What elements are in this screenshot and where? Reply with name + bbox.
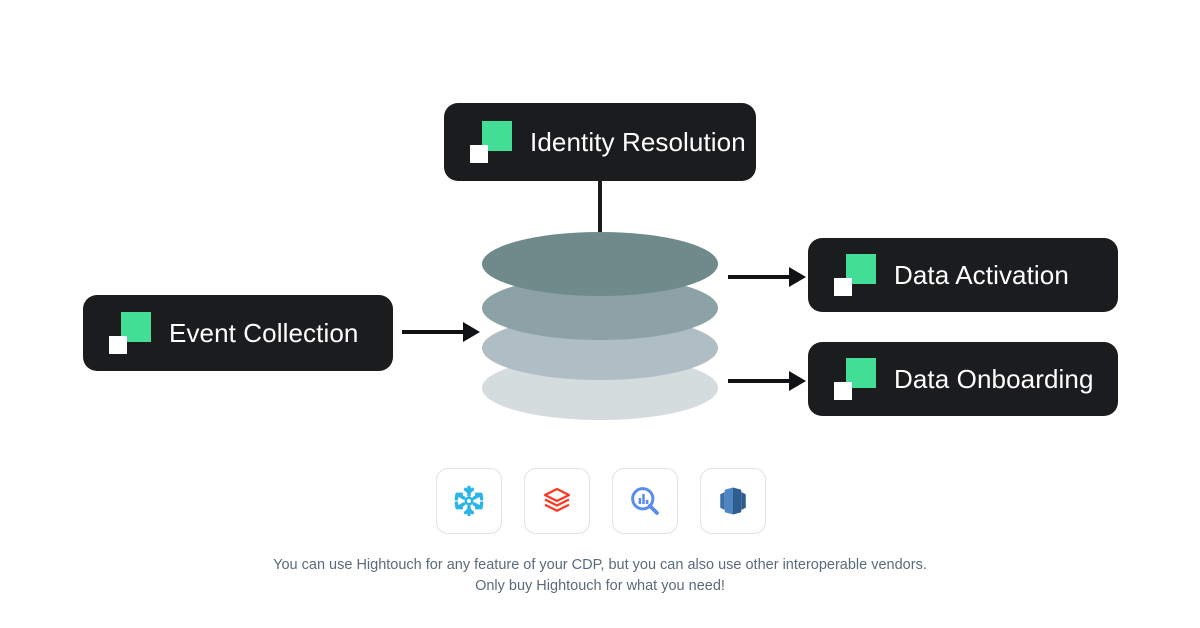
card-data-onboarding[interactable]: Data Onboarding (808, 342, 1118, 416)
bigquery-icon (631, 487, 659, 515)
vendor-tile-databricks[interactable] (524, 468, 590, 534)
card-data-activation-label: Data Activation (894, 260, 1069, 290)
vendor-tile-snowflake[interactable] (436, 468, 502, 534)
vendor-logo-row (436, 468, 766, 534)
arrow-warehouse-to-onboarding (728, 371, 806, 391)
card-data-onboarding-label: Data Onboarding (894, 364, 1094, 394)
hightouch-logo-icon (834, 358, 876, 400)
data-warehouse (482, 232, 718, 428)
card-event-collection-label: Event Collection (169, 318, 359, 348)
caption-line-2: Only buy Hightouch for what you need! (475, 578, 725, 594)
caption-line-1: You can use Hightouch for any feature of… (273, 557, 927, 573)
card-identity-resolution-label: Identity Resolution (530, 127, 746, 157)
hightouch-logo-icon (470, 121, 512, 163)
arrow-event-to-warehouse (402, 322, 480, 342)
card-data-activation[interactable]: Data Activation (808, 238, 1118, 312)
redshift-icon (720, 487, 746, 515)
caption: You can use Hightouch for any feature of… (0, 555, 1200, 597)
connector-identity-to-warehouse (598, 181, 602, 239)
card-identity-resolution[interactable]: Identity Resolution (444, 103, 756, 181)
card-event-collection[interactable]: Event Collection (83, 295, 393, 371)
warehouse-layer-1 (482, 232, 718, 296)
arrow-warehouse-to-activation (728, 267, 806, 287)
databricks-icon (543, 487, 571, 512)
snowflake-icon (454, 485, 484, 517)
hightouch-logo-icon (109, 312, 151, 354)
vendor-tile-redshift[interactable] (700, 468, 766, 534)
hightouch-logo-icon (834, 254, 876, 296)
vendor-tile-bigquery[interactable] (612, 468, 678, 534)
